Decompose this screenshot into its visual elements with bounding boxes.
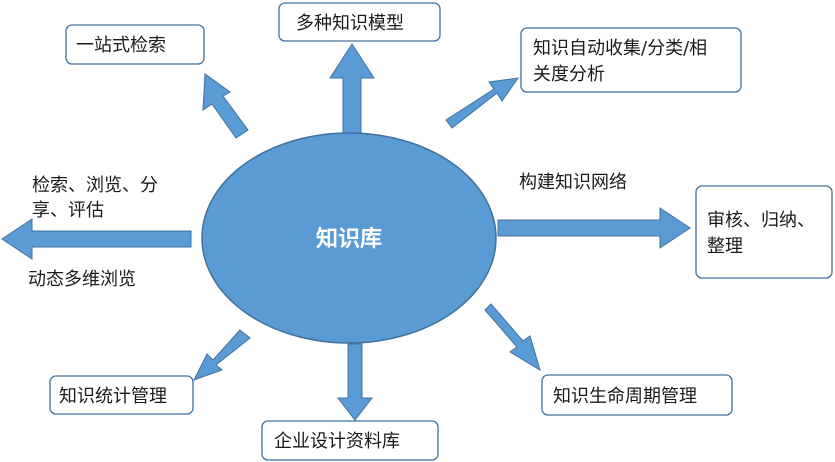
box-knowledge-models: 多种知识模型 [278, 2, 441, 42]
box-knowledge-models-label: 多种知识模型 [296, 13, 404, 34]
arrow-upright-auto-collect [445, 77, 520, 129]
box-one-stop-search: 一站式检索 [65, 24, 205, 65]
box-review-line2: 整理 [707, 236, 743, 257]
box-auto-collect-line1: 知识自动收集/分类/相 [533, 38, 707, 59]
center-label: 知识库 [316, 226, 382, 252]
box-statistics-label: 知识统计管理 [59, 386, 167, 407]
arrow-downright-lifecycle [484, 303, 541, 372]
box-enterprise-library-label: 企业设计资料库 [274, 431, 400, 452]
arrows [1, 43, 691, 421]
box-auto-collect: 知识自动收集/分类/相 关度分析 [520, 27, 742, 93]
arrow-upleft-one-stop-search [202, 73, 249, 139]
box-lifecycle-label: 知识生命周期管理 [553, 386, 697, 407]
arrow-downleft-statistics [192, 329, 251, 381]
arrow-left-search [1, 218, 192, 260]
box-one-stop-search-label: 一站式检索 [76, 35, 166, 56]
center-ellipse [201, 132, 497, 344]
box-review-line1: 审核、归纳、 [707, 210, 815, 231]
label-search-line2: 享、评估 [32, 200, 104, 221]
arrow-down-enterprise-library [336, 343, 374, 421]
box-auto-collect-line2: 关度分析 [533, 64, 605, 85]
arrow-right-review [497, 207, 691, 249]
label-build-network: 构建知识网络 [519, 172, 627, 193]
label-dynamic-browse: 动态多维浏览 [28, 269, 136, 290]
arrow-up-knowledge-models [329, 43, 375, 135]
box-statistics: 知识统计管理 [49, 375, 194, 415]
box-enterprise-library: 企业设计资料库 [261, 420, 439, 461]
box-review: 审核、归纳、 整理 [695, 185, 833, 279]
box-lifecycle: 知识生命周期管理 [541, 374, 733, 416]
label-search-line1: 检索、浏览、分 [32, 175, 158, 196]
